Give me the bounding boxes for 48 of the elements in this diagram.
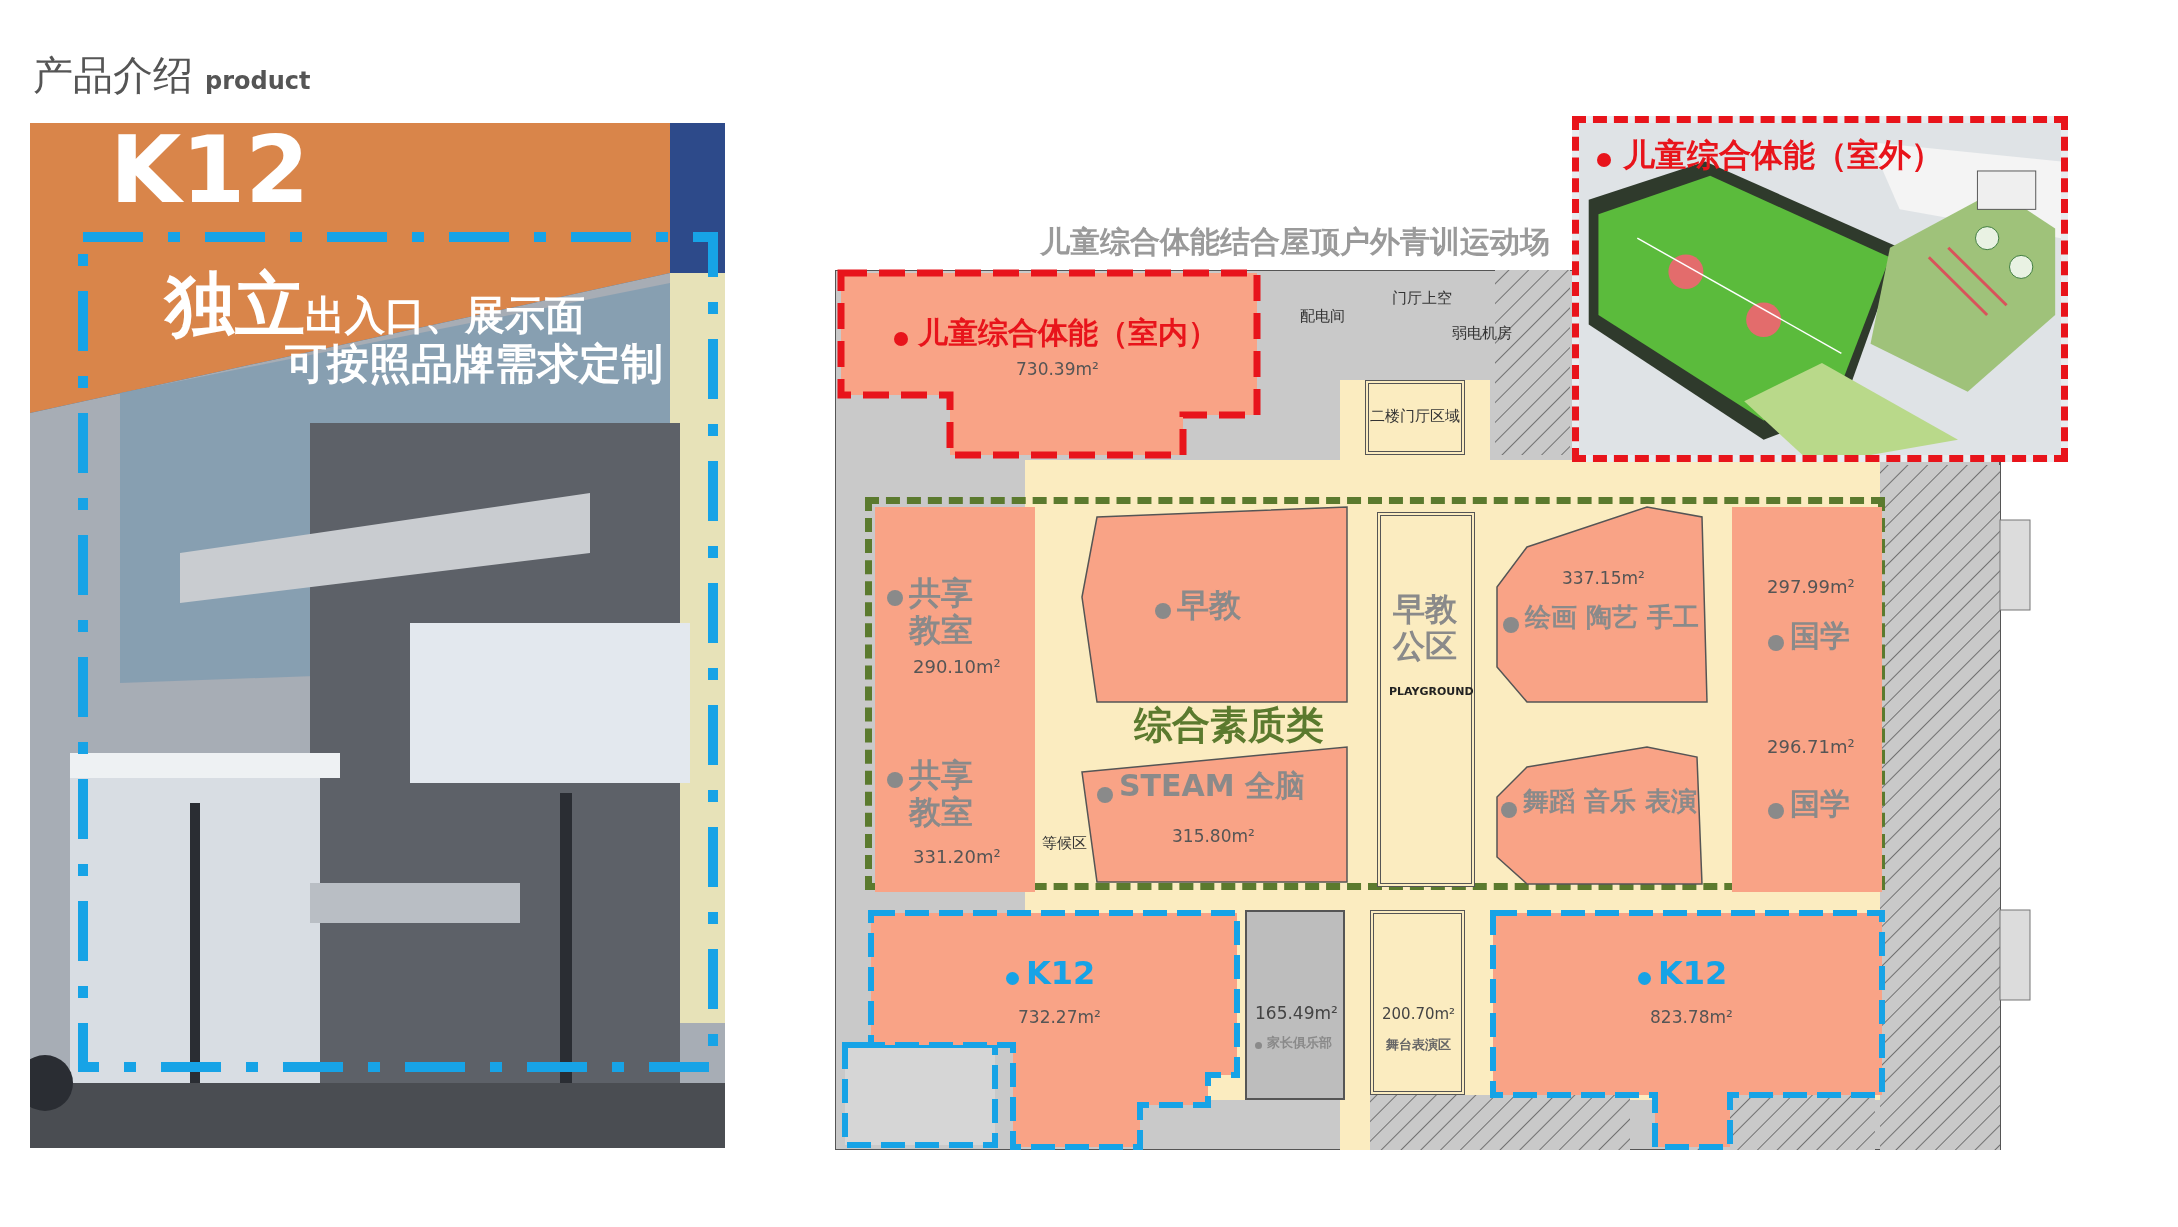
area-label: 331.20m² — [913, 847, 1001, 868]
zone-outline — [865, 497, 1885, 890]
room-name: 舞蹈 音乐 表演 — [1523, 787, 1698, 817]
area-label: 290.10m² — [913, 657, 1001, 678]
room-name: K12 — [1658, 955, 1728, 992]
room-name: 国学 — [1790, 787, 1850, 822]
room-area — [1490, 910, 1885, 1150]
room-area — [875, 507, 1035, 697]
room-name: 国学 — [1790, 619, 1850, 654]
room-label: 等候区 — [1042, 835, 1087, 853]
room-name: 舞台表演区 — [1386, 1038, 1451, 1053]
room-area — [1370, 910, 1465, 1095]
slogan-text: 可按照品牌需求定制 — [285, 340, 663, 389]
room-name: K12 — [1026, 955, 1096, 992]
area-label: 315.80m² — [1172, 827, 1255, 847]
room-name: 儿童综合体能（室内） — [918, 316, 1218, 351]
room-area — [1365, 380, 1465, 455]
room-name: 早教 — [1177, 587, 1241, 624]
area-label: 297.99m² — [1767, 577, 1855, 598]
room-area — [875, 697, 1035, 892]
room-name: 儿童综合体能（室外） — [1623, 137, 1943, 174]
room-name: 二楼门厅区域 — [1369, 408, 1461, 426]
room-area — [1497, 507, 1707, 702]
subtitle: product — [205, 68, 311, 96]
room-name: 早教公区 — [1393, 591, 1458, 665]
page-title: 产品介绍 — [33, 52, 193, 98]
area-label: 337.15m² — [1562, 569, 1645, 589]
room-name: 共享教室 — [909, 757, 974, 831]
zone-title: 综合素质类 — [1134, 704, 1324, 748]
headline: K12 — [110, 118, 310, 224]
area-label: 732.27m² — [1018, 1008, 1101, 1028]
room-area — [1377, 512, 1475, 887]
room-name: STEAM 全脑 — [1119, 769, 1306, 804]
area-label: 730.39m² — [1016, 360, 1099, 380]
area-label: 200.70m² — [1382, 1006, 1456, 1024]
room-area — [1245, 910, 1345, 1100]
area-label: 165.49m² — [1255, 1004, 1338, 1024]
room-label: 配电间 — [1300, 308, 1345, 326]
room-area — [1732, 507, 1882, 697]
area-label: 296.71m² — [1767, 737, 1855, 758]
plan-caption: 儿童综合体能结合屋顶户外青训运动场 — [1040, 225, 1550, 260]
room-name: 绘画 陶艺 手工 — [1525, 603, 1700, 633]
room-label: 门厅上空 — [1392, 290, 1452, 308]
room-area — [1732, 697, 1882, 892]
area-label: 823.78m² — [1650, 1008, 1733, 1028]
room-area — [868, 910, 1240, 1150]
room-label: 弱电机房 — [1452, 325, 1512, 343]
room-name: 共享教室 — [909, 575, 974, 649]
